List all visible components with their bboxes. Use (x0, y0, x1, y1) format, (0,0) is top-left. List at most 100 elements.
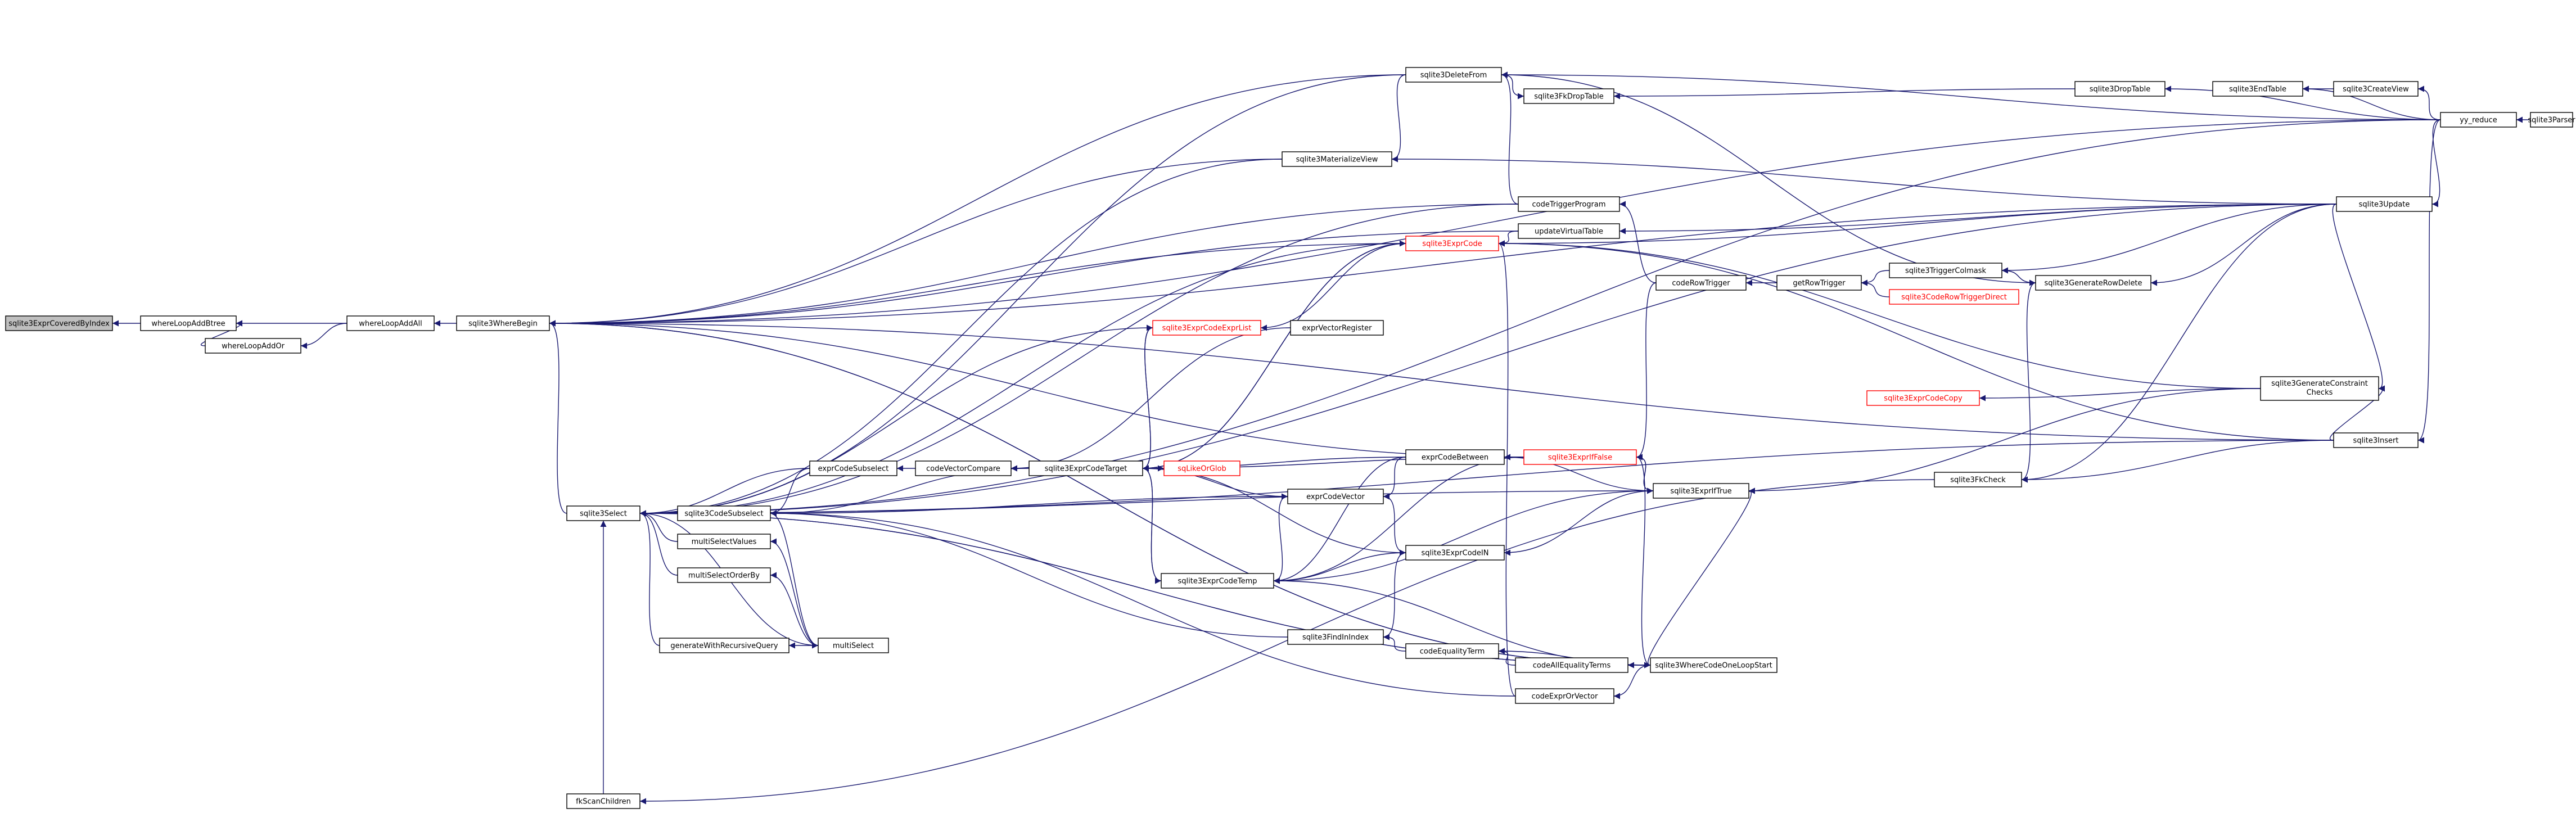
node-label: sqlite3GenerateConstraint (2271, 380, 2368, 388)
edge-sqlite3update-to-sqlite3fkcheck (2021, 204, 2337, 483)
node-box (1152, 320, 1261, 336)
node-box (1287, 629, 1384, 645)
edge-sqlite3deletefrom-to-sqlite3wherebegin (549, 74, 1406, 327)
node-sqlite3select[interactable]: sqlite3Select (566, 505, 640, 521)
node-exprcodesubselect[interactable]: exprCodeSubselect (809, 460, 897, 476)
node-sqlite3exprcodein[interactable]: sqlite3ExprCodeIN (1405, 545, 1505, 561)
edge-sqlite3generaterowdelete-to-sqlite3fkcheck (2021, 282, 2036, 483)
node-codeallequalityterms[interactable]: codeAllEqualityTerms (1515, 657, 1628, 673)
node-multiselectvalues[interactable]: multiSelectValues (677, 534, 771, 549)
node-sqlite3findinindex[interactable]: sqlite3FindInIndex (1287, 629, 1384, 645)
node-exprvectorregister[interactable]: exprVectorRegister (1290, 320, 1384, 336)
edge-sqlite3deletefrom-to-sqlite3materializeview (1391, 74, 1406, 162)
node-yy-reduce[interactable]: yy_reduce (2440, 112, 2517, 128)
node-sqlite3droptable[interactable]: sqlite3DropTable (2074, 81, 2166, 97)
node-box (1161, 573, 1274, 589)
edge-yy-reduce-to-sqlite3endtable (2302, 85, 2441, 120)
node-label: sqlite3ExprCodeExprList (1162, 324, 1252, 333)
edge-sqlite3insert-to-sqlite3exprcode (1498, 240, 2334, 441)
edge-updatevirtualtable-to-sqlite3exprcode (1498, 231, 1519, 247)
edge-sqlite3select-to-sqlite3wherebegin (549, 320, 567, 514)
node-sqlite3exprcodecopy[interactable]: sqlite3ExprCodeCopy (1866, 390, 1980, 406)
node-sqlite3exprcodetemp[interactable]: sqlite3ExprCodeTemp (1161, 573, 1274, 589)
node-codeexprorvector[interactable]: codeExprOrVector (1515, 688, 1614, 704)
node-generatewithrecursivequery[interactable]: generateWithRecursiveQuery (659, 638, 790, 653)
edge-sqlite3insert-to-sqlite3fkcheck (2021, 440, 2334, 483)
node-sqlite3generaterowdelete[interactable]: sqlite3GenerateRowDelete (2035, 275, 2151, 291)
edge-generatewithrecursivequery-to-sqlite3select (639, 510, 660, 646)
node-label: codeAllEqualityTerms (1533, 662, 1611, 670)
edge-layer (112, 71, 2530, 805)
node-box (1405, 545, 1505, 561)
edge-sqlite3droptable-to-sqlite3fkdroptable (1613, 88, 2076, 100)
node-sqlite3fkcheck[interactable]: sqlite3FkCheck (1934, 472, 2022, 487)
node-box (566, 505, 640, 521)
node-sqlite3expriffalse[interactable]: sqlite3ExprIfFalse (1523, 449, 1637, 465)
node-updatevirtualtable[interactable]: updateVirtualTable (1518, 223, 1620, 239)
node-sqlite3endtable[interactable]: sqlite3EndTable (2212, 81, 2303, 97)
node-sqlite3triggercolmask[interactable]: sqlite3TriggerColmask (1889, 263, 2002, 278)
node-sqlite3codesubselect[interactable]: sqlite3CodeSubselect (677, 505, 771, 521)
node-sqlite3wherebegin[interactable]: sqlite3WhereBegin (456, 315, 550, 331)
node-codevectorcompare[interactable]: codeVectorCompare (915, 460, 1012, 476)
node-sqlite3deletefrom[interactable]: sqlite3DeleteFrom (1405, 67, 1502, 83)
node-box (677, 534, 771, 549)
node-box (1515, 657, 1628, 673)
node-sqlite3fkdroptable[interactable]: sqlite3FkDropTable (1523, 88, 1614, 104)
node-sqlite3update[interactable]: sqlite3Update (2336, 196, 2433, 212)
node-label: sqlite3DropTable (2090, 85, 2151, 94)
node-sqlite3createview[interactable]: sqlite3CreateView (2333, 81, 2419, 97)
edge-yy-reduce-to-sqlite3droptable (2164, 85, 2441, 120)
node-whereloopaddall[interactable]: whereLoopAddAll (346, 315, 435, 331)
node-box (2333, 432, 2419, 448)
node-box (677, 567, 771, 583)
node-exprcodebetween[interactable]: exprCodeBetween (1405, 449, 1505, 465)
node-sqlite3materializeview[interactable]: sqlite3MaterializeView (1282, 151, 1392, 167)
node-label: sqlite3ExprCode (1422, 240, 1482, 249)
node-box (2530, 112, 2573, 128)
edge-sqlite3update-to-updatevirtualtable (1619, 204, 2337, 234)
node-whereloopaddbtree[interactable]: whereLoopAddBtree (140, 315, 237, 331)
node-box (1518, 223, 1620, 239)
node-label: sqlite3ExprIfTrue (1670, 487, 1731, 496)
node-sqlite3wherecodeoneloopstart[interactable]: sqlite3WhereCodeOneLoopStart (1650, 657, 1778, 673)
edge-updatevirtualtable-to-sqlite3wherebegin (549, 231, 1519, 327)
edge-sqlite3exprcodetarget-to-sqlite3exprcode (1142, 240, 1406, 469)
node-whereloopaddor[interactable]: whereLoopAddOr (205, 338, 301, 354)
node-sqlite3expriftrue[interactable]: sqlite3ExprIfTrue (1653, 483, 1749, 499)
node-exprcodevector[interactable]: exprCodeVector (1287, 489, 1384, 504)
node-box (818, 638, 889, 653)
node-sqlite3exprcodeexprlist[interactable]: sqlite3ExprCodeExprList (1152, 320, 1261, 336)
edge-sqlite3exprcode-to-sqlite3exprcodeexprlist (1260, 243, 1406, 331)
node-box (1866, 390, 1980, 406)
node-codeequalityterm[interactable]: codeEqualityTerm (1405, 643, 1499, 659)
node-label: generateWithRecursiveQuery (670, 642, 778, 651)
node-fkscanchildren[interactable]: fkScanChildren (566, 793, 640, 809)
node-label: sqlite3FindInIndex (1302, 634, 1369, 642)
node-label: sqlite3DeleteFrom (1420, 71, 1487, 80)
edge-sqlite3expriffalse-to-sqlite3exprcodetemp (1273, 457, 1524, 584)
edge-exprvectorregister-to-codevectorcompare (1010, 327, 1291, 472)
node-multiselectorderby[interactable]: multiSelectOrderBy (677, 567, 771, 583)
node-box (2440, 112, 2517, 128)
node-label: whereLoopAddOr (222, 342, 285, 351)
edge-sqlite3wherecodeoneloopstart-to-codeexprorvector (1613, 665, 1651, 699)
node-sqlikeorglob[interactable]: sqLikeOrGlob (1163, 460, 1240, 476)
node-sqlite3exprcoveredbyindex[interactable]: sqlite3ExprCoveredByIndex (5, 315, 113, 331)
node-sqlite3parser[interactable]: sqlite3Parser (2528, 112, 2575, 128)
node-label: Checks (2307, 389, 2333, 397)
edge-sqlite3coderowtriggerdirect-to-getrowtrigger (1861, 279, 1890, 297)
node-sqlite3exprcode[interactable]: sqlite3ExprCode (1405, 236, 1499, 251)
edge-sqlite3deletefrom-to-sqlite3generaterowdelete (1501, 74, 2036, 286)
node-label: codeExprOrVector (1532, 693, 1599, 701)
edge-whereloopaddall-to-whereloopaddor (300, 323, 348, 349)
edge-sqlite3exprcodein-to-exprcodevector (1383, 493, 1406, 553)
node-multiselect[interactable]: multiSelect (818, 638, 889, 653)
node-sqlite3coderowtriggerdirect[interactable]: sqlite3CodeRowTriggerDirect (1889, 289, 2019, 305)
node-sqlite3exprcodetarget[interactable]: sqlite3ExprCodeTarget (1028, 460, 1143, 476)
node-codetriggerprogram[interactable]: codeTriggerProgram (1518, 196, 1620, 212)
node-getrowtrigger[interactable]: getRowTrigger (1776, 275, 1862, 291)
node-coderowtrigger[interactable]: codeRowTrigger (1655, 275, 1747, 291)
node-sqlite3insert[interactable]: sqlite3Insert (2333, 432, 2419, 448)
